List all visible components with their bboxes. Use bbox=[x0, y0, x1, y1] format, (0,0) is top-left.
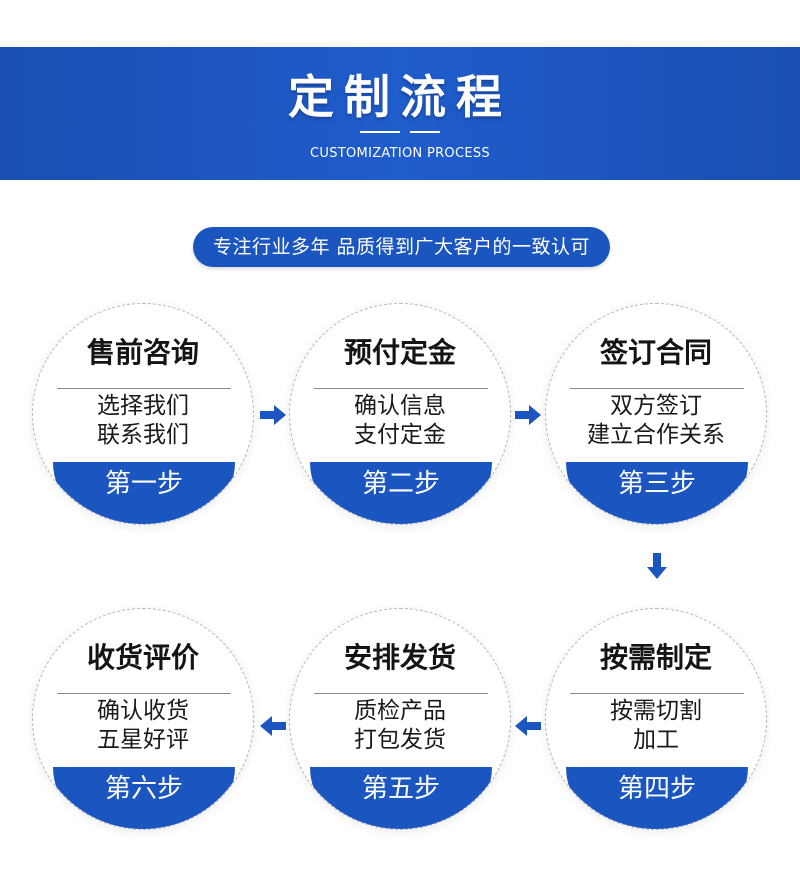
step-desc-line: 质检产品 bbox=[354, 698, 446, 724]
step-description: 按需切割 加工 bbox=[546, 697, 766, 755]
arrow-right-icon bbox=[260, 405, 286, 425]
page-title: 定制流程 bbox=[288, 70, 512, 124]
step-desc-line: 确认信息 bbox=[354, 393, 446, 419]
divider bbox=[314, 388, 488, 389]
step-desc-line: 确认收货 bbox=[97, 698, 189, 724]
step-title: 售前咨询 bbox=[86, 336, 199, 369]
step-badge: 第六步 bbox=[53, 767, 235, 829]
title-underline-left bbox=[360, 131, 400, 133]
step-desc-line: 打包发货 bbox=[354, 727, 446, 753]
page-subtitle: CUSTOMIZATION PROCESS bbox=[310, 146, 490, 161]
step-description: 质检产品 打包发货 bbox=[290, 697, 510, 755]
step-badge: 第五步 bbox=[310, 767, 492, 829]
step-desc-line: 五星好评 bbox=[97, 727, 189, 753]
step-title: 按需制定 bbox=[599, 641, 712, 674]
step-title: 收货评价 bbox=[86, 641, 199, 674]
divider bbox=[314, 693, 488, 694]
step-3-circle: 签订合同 双方签订 建立合作关系 第三步 bbox=[545, 303, 767, 525]
arrow-left-icon bbox=[515, 716, 541, 736]
divider bbox=[57, 388, 231, 389]
step-title: 预付定金 bbox=[343, 336, 456, 369]
step-description: 选择我们 联系我们 bbox=[33, 392, 253, 450]
step-desc-line: 支付定金 bbox=[354, 422, 446, 448]
step-desc-line: 选择我们 bbox=[97, 393, 189, 419]
step-desc-line: 联系我们 bbox=[97, 422, 189, 448]
step-title: 签订合同 bbox=[599, 336, 712, 369]
header-banner: 定制流程 CUSTOMIZATION PROCESS bbox=[0, 47, 800, 180]
tagline-pill: 专注行业多年 品质得到广大客户的一致认可 bbox=[193, 227, 610, 267]
step-badge: 第二步 bbox=[310, 462, 492, 524]
step-badge: 第四步 bbox=[566, 767, 748, 829]
divider bbox=[570, 693, 744, 694]
arrow-down-icon bbox=[647, 553, 667, 579]
step-desc-line: 加工 bbox=[633, 727, 679, 753]
divider bbox=[57, 693, 231, 694]
arrow-right-icon bbox=[515, 405, 541, 425]
step-description: 确认收货 五星好评 bbox=[33, 697, 253, 755]
title-underline-right bbox=[410, 131, 440, 133]
step-4-circle: 按需制定 按需切割 加工 第四步 bbox=[545, 608, 767, 830]
step-2-circle: 预付定金 确认信息 支付定金 第二步 bbox=[289, 303, 511, 525]
step-desc-line: 双方签订 bbox=[610, 393, 702, 419]
step-description: 确认信息 支付定金 bbox=[290, 392, 510, 450]
step-5-circle: 安排发货 质检产品 打包发货 第五步 bbox=[289, 608, 511, 830]
step-badge: 第一步 bbox=[53, 462, 235, 524]
step-1-circle: 售前咨询 选择我们 联系我们 第一步 bbox=[32, 303, 254, 525]
step-title: 安排发货 bbox=[343, 641, 456, 674]
divider bbox=[570, 388, 744, 389]
step-6-circle: 收货评价 确认收货 五星好评 第六步 bbox=[32, 608, 254, 830]
step-description: 双方签订 建立合作关系 bbox=[546, 392, 766, 450]
step-desc-line: 建立合作关系 bbox=[587, 422, 725, 448]
arrow-left-icon bbox=[260, 716, 286, 736]
step-badge: 第三步 bbox=[566, 462, 748, 524]
step-desc-line: 按需切割 bbox=[610, 698, 702, 724]
